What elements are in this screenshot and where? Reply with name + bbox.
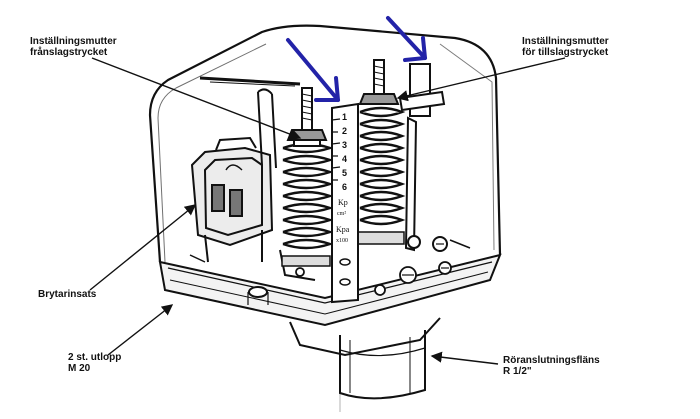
label-outlets: 2 st. utlopp M 20	[68, 352, 121, 374]
label-switch-insert-line1: Brytarinsats	[38, 289, 97, 300]
scale-unit-kpa: Kpa	[336, 225, 350, 234]
label-pipe-flange: Röranslutningsfläns R 1/2"	[503, 355, 600, 377]
scale-number-6: 6	[342, 182, 347, 192]
pipe-flange	[289, 317, 441, 412]
right-adjusting-nut	[358, 59, 400, 105]
scale-number-4: 4	[342, 154, 347, 164]
base-plate	[158, 239, 502, 327]
leader-outlets	[107, 304, 174, 356]
scale-number-1: 1	[342, 112, 347, 122]
left-adjusting-nut	[286, 87, 328, 147]
scale-unit-kp: Kp	[338, 198, 348, 207]
label-adjusting-nut-cut-in-line2: för tillslagstrycket	[522, 47, 609, 58]
scale-unit-kp-sub: cm²	[337, 211, 346, 217]
highlight-arrows	[286, 16, 427, 102]
label-adjusting-nut-cut-out-line2: frånslagstrycket	[30, 47, 108, 58]
leader-flange	[430, 351, 499, 365]
leader-cut-in-nut	[396, 57, 566, 102]
label-pipe-flange-line2: R 1/2"	[503, 366, 532, 377]
leader-cut-out-nut	[91, 57, 302, 140]
label-adjusting-nut-cut-out-line1: Inställningsmutter	[30, 36, 117, 47]
blue-arrow-right	[386, 16, 427, 62]
housing-cover	[148, 24, 502, 263]
scale-number-2: 2	[342, 126, 347, 136]
label-adjusting-nut-cut-out: Inställningsmutter frånslagstrycket	[30, 36, 117, 58]
base-screws	[295, 261, 452, 296]
lever-arm	[398, 63, 448, 252]
scale-unit-kpa-mult: x100	[336, 238, 348, 244]
label-adjusting-nut-cut-in-line1: Inställningsmutter	[522, 36, 609, 47]
leader-lines	[89, 57, 566, 365]
scale-number-3: 3	[342, 140, 347, 150]
blue-arrow-left	[286, 38, 340, 102]
leader-switch-insert	[89, 204, 197, 291]
label-outlets-line2: M 20	[68, 363, 91, 374]
pressure-scale-plate: 1 2 3 4 5 6 Kp cm² Kpa x100	[331, 102, 359, 304]
right-spring	[357, 106, 406, 245]
label-outlets-line1: 2 st. utlopp	[68, 352, 122, 363]
label-pipe-flange-line1: Röranslutningsfläns	[503, 355, 600, 366]
scale-number-5: 5	[342, 168, 347, 178]
switch-insert	[190, 136, 274, 263]
label-adjusting-nut-cut-in: Inställningsmutter för tillslagstrycket	[522, 36, 609, 58]
label-switch-insert: Brytarinsats	[38, 289, 96, 300]
left-spring	[281, 142, 334, 267]
